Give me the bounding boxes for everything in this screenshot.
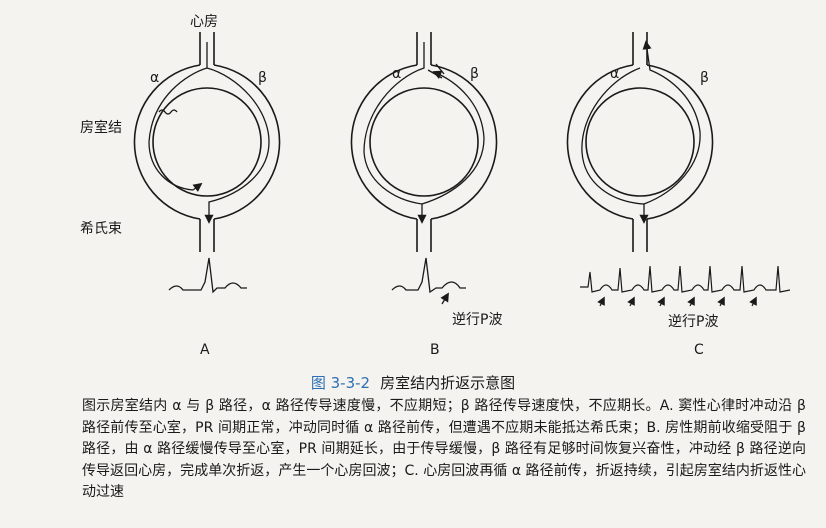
label-atrium: 心房 bbox=[190, 14, 218, 30]
label-his-bundle: 希氏束 bbox=[80, 221, 122, 237]
panel-label-a: A bbox=[200, 342, 210, 358]
figure-description: 图示房室结内 α 与 β 路径，α 路径传导速度慢，不应期短；β 路径传导速度快… bbox=[82, 398, 806, 500]
av-node-ring bbox=[566, 32, 714, 252]
panel-b bbox=[350, 32, 498, 305]
figure-labels: 心房 α β 房室结 希氏束 α β 逆行P波 α β 逆行P波 A B C bbox=[80, 14, 718, 358]
conduction-paths bbox=[363, 42, 485, 224]
ecg-trace-c bbox=[580, 265, 791, 307]
ecg-trace-a bbox=[168, 257, 247, 294]
figure-caption: 图 3-3-2 房室结内折返示意图 bbox=[0, 372, 826, 393]
figure-diagram: 心房 α β 房室结 希氏束 α β 逆行P波 α β 逆行P波 A B C bbox=[80, 14, 791, 358]
label-av-node: 房室结 bbox=[80, 119, 122, 136]
label-retro-p-c: 逆行P波 bbox=[668, 314, 718, 330]
label-beta-c: β bbox=[700, 70, 709, 86]
av-node-ring bbox=[133, 32, 281, 252]
av-node-ring bbox=[350, 32, 498, 252]
label-alpha-c: α bbox=[610, 66, 619, 82]
label-retro-p-b: 逆行P波 bbox=[452, 312, 502, 328]
conduction-paths bbox=[148, 42, 270, 224]
label-beta-a: β bbox=[258, 70, 267, 86]
caption-number: 图 3-3-2 bbox=[310, 374, 371, 392]
label-alpha-b: α bbox=[392, 66, 401, 82]
conduction-paths bbox=[581, 40, 701, 224]
panel-label-c: C bbox=[694, 342, 704, 358]
panel-label-b: B bbox=[430, 342, 440, 358]
label-beta-b: β bbox=[470, 66, 479, 82]
label-alpha-a: α bbox=[150, 70, 159, 86]
caption-title: 房室结内折返示意图 bbox=[380, 374, 516, 392]
panel-c bbox=[566, 32, 791, 307]
panel-a bbox=[133, 32, 281, 294]
ecg-trace-b bbox=[391, 257, 466, 305]
